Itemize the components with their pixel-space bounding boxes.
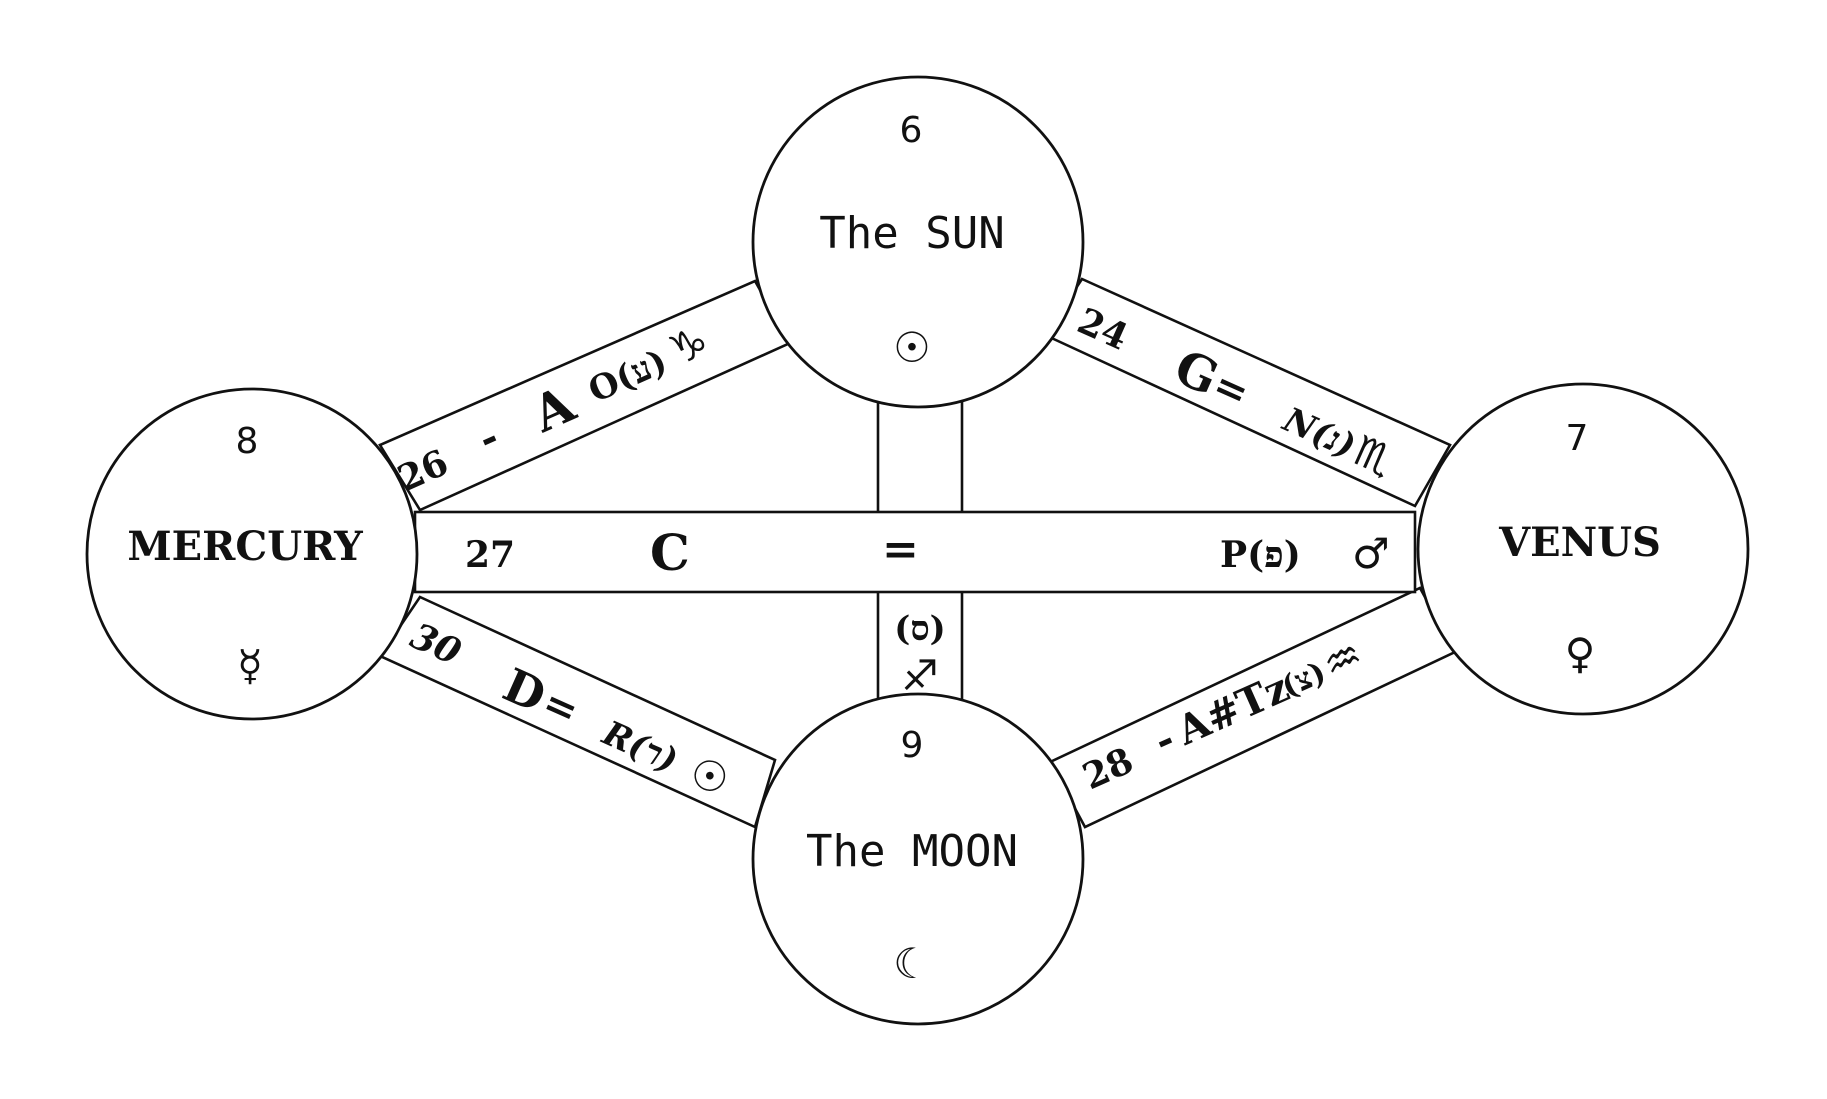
label-sun-venus: 24 G = N(נ) ♏ xyxy=(1071,300,1400,486)
node-venus: 7 VENUS ♀ xyxy=(1416,382,1750,716)
node-number: 8 xyxy=(236,421,259,462)
sun-icon: ☉ xyxy=(893,323,931,372)
mercury-icon: ☿ xyxy=(237,641,263,690)
sagittarius-icon: ♐ xyxy=(901,651,939,700)
path-number: 27 xyxy=(465,534,515,576)
node-name: The SUN xyxy=(819,208,1004,259)
label-mercury-moon: 30 D = R(ר) ☉ xyxy=(404,615,736,807)
node-sun: 6 The SUN ☉ xyxy=(751,75,1085,409)
node-name: The MOON xyxy=(806,826,1018,877)
node-name: MERCURY xyxy=(127,523,363,570)
node-number: 6 xyxy=(900,110,923,151)
node-mercury: 8 MERCURY ☿ xyxy=(85,387,419,721)
path-hebrew: P(פ) xyxy=(1220,534,1301,576)
node-moon: 9 The MOON ☾ xyxy=(751,692,1085,1026)
path-hebrew: (ס) xyxy=(894,609,946,649)
mars-icon: ♂ xyxy=(1352,529,1390,578)
node-number: 9 xyxy=(901,725,924,766)
moon-icon: ☾ xyxy=(893,939,931,988)
node-name: VENUS xyxy=(1498,519,1661,566)
path-letter: C xyxy=(650,523,690,582)
label-mercury-venus: 27 C = P(פ) ♂ xyxy=(465,523,1390,582)
label-sun-moon: (ס) ♐ xyxy=(894,609,946,700)
label-mercury-sun: 26 - A O(ע) ♑ xyxy=(392,315,716,500)
node-number: 7 xyxy=(1566,418,1589,459)
path-dash: = xyxy=(882,524,919,575)
path-mercury-venus xyxy=(413,510,1417,594)
venus-icon: ♀ xyxy=(1565,629,1596,678)
